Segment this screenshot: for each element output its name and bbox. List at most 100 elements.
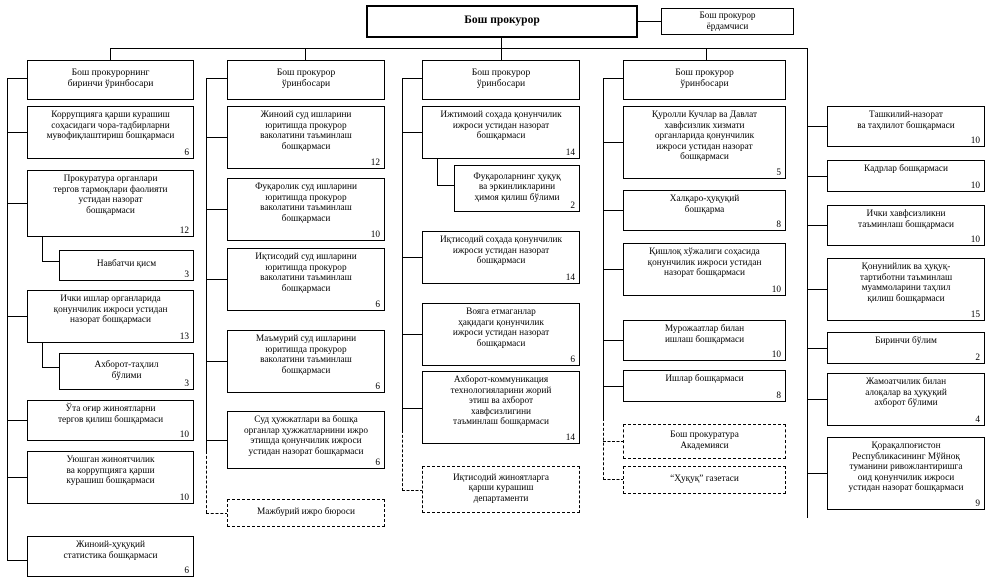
box-col2-item-0[interactable]: Жиноий суд ишларини юритишда прокурор ва… [227, 106, 385, 169]
trunk-col4-dashed [603, 418, 604, 480]
branch-col5-3 [807, 289, 828, 291]
trunk-col4 [603, 78, 605, 418]
box-col4-item-0[interactable]: Қуролли Кучлар ва Давлат хавфсизлик хизм… [623, 106, 786, 179]
box-count: 15 [970, 309, 980, 320]
box-col4-item-3[interactable]: Мурожаатлар билан ишлаш бошқармаси 10 [623, 320, 786, 361]
box-col2-item-4[interactable]: Суд ҳужжатлари ва бошқа органлар ҳужжатл… [227, 411, 385, 469]
box-count: 9 [975, 498, 980, 509]
box-col2-item-5[interactable]: Мажбурий ижро бюроси [227, 499, 385, 527]
box-label: Прокуратура органлари тергов тармоқлари … [53, 174, 168, 216]
box-col1-item-0[interactable]: Коррупцияга қарши курашиш соҳасидаги чор… [27, 106, 194, 159]
box-col3-item-5[interactable]: Иқтисодий жиноятларга қарши курашиш депа… [422, 466, 580, 513]
branch-col3-5-dashed [402, 490, 423, 491]
box-label: Бош прокурор ўринбосари [471, 67, 531, 89]
subtrunk-col3-0 [437, 159, 439, 186]
box-label: Вояга етмаганлар ҳақидаги қонунчилик ижр… [452, 307, 550, 349]
branch-col5-2 [807, 225, 828, 227]
branch-col5-0 [807, 126, 828, 128]
box-col5-item-2[interactable]: Ички хавфсизликни таъминлаш бошқармаси 1… [827, 205, 985, 246]
box-col5-item-3[interactable]: Қонунийлик ва ҳуқуқ- тартиботни таъминла… [827, 258, 985, 321]
box-label: Биринчи бўлим [875, 336, 937, 346]
box-col5-item-6[interactable]: Қорақалпоғистон Республикасининг Мўйноқ … [827, 437, 985, 510]
box-label: Уюшган жиноятчилик ва коррупцияга қарши … [66, 455, 155, 487]
subbranch-col1-1 [42, 261, 60, 263]
box-label: Бош прокурор ўринбосари [675, 67, 734, 89]
branch-col2-0 [206, 137, 228, 139]
box-label: Қонунийлик ва ҳуқуқ- тартиботни таъминла… [859, 262, 953, 304]
box-label: Ахборот-коммуникация технологияларини жо… [450, 375, 552, 428]
box-label: Бош прокуратура Академияси [670, 429, 739, 451]
box-col3-item-0[interactable]: Ижтимоий соҳада қонунчилик ижроси устида… [422, 106, 580, 159]
box-label: Ижтимоий соҳада қонунчилик ижроси устида… [440, 110, 562, 142]
branch-col5-1 [807, 176, 828, 178]
branch-col3-0 [402, 132, 423, 134]
box-col1-item-2[interactable]: Навбатчи қисм 3 [59, 250, 194, 281]
branch-col4-3 [603, 340, 624, 342]
branch-col1-3 [7, 316, 28, 318]
box-label: Иқтисодий соҳада қонунчилик ижроси устид… [439, 235, 563, 267]
trunk-col1 [7, 78, 9, 561]
trunk-col3 [402, 78, 404, 430]
box-count: 13 [179, 331, 189, 342]
box-label: Қорақалпоғистон Республикасининг Мўйноқ … [848, 441, 964, 494]
box-col1-item-6[interactable]: Уюшган жиноятчилик ва коррупцияга қарши … [27, 451, 194, 504]
box-bosh-prokuror[interactable]: Бош прокурор [366, 5, 638, 38]
box-label: Мурожаатлар билан ишлаш бошқармаси [664, 324, 745, 345]
branch-col3-2 [402, 257, 423, 259]
branch-col1-0 [7, 132, 28, 134]
box-label: Ўта оғир жиноятларни тергов қилиш бошқар… [57, 404, 164, 425]
box-col2-item-1[interactable]: Фуқаролик суд ишларини юритишда прокурор… [227, 178, 385, 241]
branch-col1-6 [7, 477, 28, 479]
box-col5-item-0[interactable]: Ташкилий-назорат ва таҳлилот бошқармаси … [827, 106, 985, 147]
box-col4-header[interactable]: Бош прокурор ўринбосари [623, 60, 786, 100]
box-col1-item-7[interactable]: Жиноий-ҳуқуқий статистика бошқармаси 6 [27, 536, 194, 577]
box-label: Ишлар бошқармаси [665, 374, 744, 384]
box-count: 14 [565, 147, 575, 158]
box-label: Фуқароларнинг ҳуқуқ ва эркинликларини ҳи… [473, 171, 561, 203]
box-col5-item-4[interactable]: Биринчи бўлим 2 [827, 332, 985, 364]
box-col3-item-1[interactable]: Фуқароларнинг ҳуқуқ ва эркинликларини ҳи… [454, 165, 580, 212]
box-col3-item-2[interactable]: Иқтисодий соҳада қонунчилик ижроси устид… [422, 231, 580, 284]
box-col1-item-3[interactable]: Ички ишлар органларида қонунчилик ижроси… [27, 290, 194, 343]
box-col4-item-2[interactable]: Қишлоқ хўжалиги соҳасида қонунчилик ижро… [623, 243, 786, 296]
branch-col1-5 [7, 420, 28, 422]
box-col3-header[interactable]: Бош прокурор ўринбосари [422, 60, 580, 100]
box-col3-item-4[interactable]: Ахборот-коммуникация технологияларини жо… [422, 371, 580, 444]
branch-col2-3 [206, 361, 228, 363]
box-col1-item-5[interactable]: Ўта оғир жиноятларни тергов қилиш бошқар… [27, 400, 194, 441]
box-bosh-prokuror-yordamchisi[interactable]: Бош прокурор ёрдамчиси [661, 8, 794, 35]
branch-col4-0 [603, 142, 624, 144]
box-count: 10 [370, 229, 380, 240]
trunk-col2 [206, 78, 208, 451]
trunk-col2-to-header [206, 78, 228, 80]
box-col1-item-4[interactable]: Ахборот-таҳлил бўлими 3 [59, 353, 194, 390]
box-col4-item-6[interactable]: “Ҳуқуқ” газетаси [623, 466, 786, 494]
branch-col2-4 [206, 440, 228, 442]
box-col2-item-3[interactable]: Маъмурий суд ишларини юритишда прокурор … [227, 330, 385, 393]
branch-col1-1 [7, 203, 28, 205]
box-label: Ички хавфсизликни таъминлаш бошқармаси [858, 209, 954, 230]
branch-col4-1 [603, 210, 624, 212]
branch-col3-3 [402, 334, 423, 336]
box-label: Жиноий-ҳуқуқий статистика бошқармаси [63, 540, 158, 561]
branch-col5-4 [807, 348, 828, 350]
box-col4-item-1[interactable]: Халқаро-ҳуқуқий бошқарма 8 [623, 190, 786, 231]
box-count: 3 [184, 269, 189, 280]
box-col4-item-4[interactable]: Ишлар бошқармаси 8 [623, 370, 786, 402]
box-count: 8 [776, 219, 781, 230]
box-col2-header[interactable]: Бош прокурор ўринбосари [227, 60, 385, 100]
box-label: Бош прокурорнинг биринчи ўринбосари [67, 67, 154, 89]
box-count: 6 [184, 565, 189, 576]
box-col1-header[interactable]: Бош прокурорнинг биринчи ўринбосари [27, 60, 194, 100]
box-col4-item-5[interactable]: Бош прокуратура Академияси [623, 424, 786, 459]
box-col2-item-2[interactable]: Иқтисодий суд ишларини юритишда прокурор… [227, 248, 385, 311]
box-label: Ички ишлар органларида қонунчилик ижроси… [53, 294, 168, 326]
box-col5-item-1[interactable]: Кадрлар бошқармаси 10 [827, 160, 985, 192]
box-col5-item-5[interactable]: Жамоатчилик билан алоқалар ва ҳуқуқий ах… [827, 373, 985, 426]
box-col3-item-3[interactable]: Вояга етмаганлар ҳақидаги қонунчилик ижр… [422, 303, 580, 366]
box-col1-item-1[interactable]: Прокуратура органлари тергов тармоқлари … [27, 170, 194, 237]
box-count: 8 [776, 390, 781, 401]
connector-root-assistant [638, 21, 661, 23]
box-count: 10 [179, 492, 189, 503]
